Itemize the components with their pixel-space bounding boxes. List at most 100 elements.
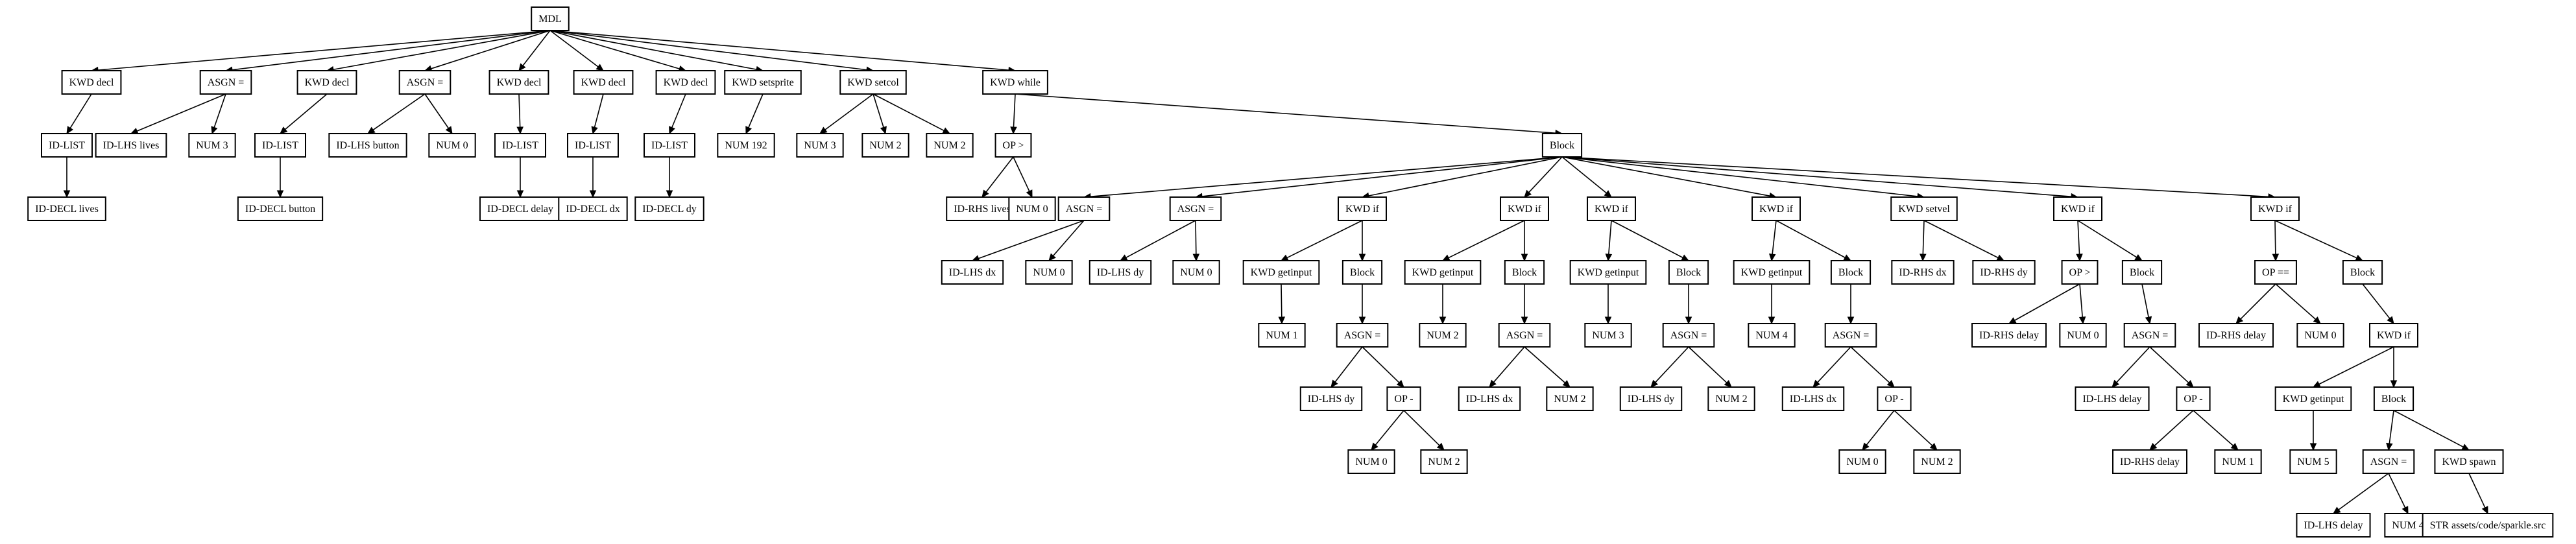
tree-node-block: Block	[1830, 260, 1872, 285]
node-label: MDL	[538, 14, 562, 25]
arrowhead-icon	[2390, 380, 2398, 388]
tree-edge	[2141, 283, 2152, 325]
tree-node-num-3: NUM 3	[796, 133, 844, 158]
node-label: Block	[2130, 267, 2154, 278]
tree-node-id-lhs-dx: ID-LHS dx	[1458, 386, 1521, 411]
arrowhead-icon	[1843, 254, 1852, 261]
tree-node-op: OP >	[2061, 260, 2099, 285]
tree-edge	[424, 93, 453, 135]
edge-line	[285, 93, 328, 130]
node-box	[2373, 386, 2414, 411]
edge-line	[1090, 156, 1563, 197]
tree-edge	[549, 30, 764, 73]
node-label: NUM 3	[196, 140, 228, 151]
node-label: ASGN =	[407, 77, 444, 88]
tree-node-num-0: NUM 0	[1008, 196, 1056, 221]
tree-edge	[1768, 220, 1777, 262]
node-label: KWD decl	[69, 77, 114, 88]
tree-edge	[2008, 283, 2080, 324]
tree-edge	[2333, 473, 2389, 514]
node-label: ASGN =	[1344, 330, 1381, 341]
node-box	[1972, 260, 2036, 285]
node-label: Block	[2381, 394, 2406, 405]
arrowhead-icon	[445, 126, 453, 135]
arrowhead-icon	[1358, 316, 1366, 325]
node-box	[1242, 260, 1320, 285]
tree-node-num-3: NUM 3	[1584, 323, 1632, 348]
tree-edge	[2076, 220, 2083, 262]
arrowhead-icon	[516, 126, 524, 135]
node-box	[428, 133, 476, 158]
node-box	[2362, 449, 2415, 474]
node-label: ID-DECL button	[245, 204, 315, 215]
arrowhead-icon	[276, 190, 284, 198]
tree-edge	[1010, 93, 1017, 135]
tree-node-num-1: NUM 1	[1258, 323, 1306, 348]
node-label: Block	[1350, 267, 1375, 278]
arrowhead-icon	[819, 126, 828, 134]
tree-node-id-lhs-dy: ID-LHS dy	[1619, 386, 1683, 411]
node-label: NUM 0	[1016, 204, 1048, 215]
tree-edge	[1521, 284, 1528, 325]
node-label: NUM 0	[2304, 330, 2336, 341]
node-box	[1587, 196, 1636, 221]
node-box	[1707, 386, 1755, 411]
node-box	[2198, 323, 2274, 348]
edge-line	[213, 93, 226, 128]
node-box	[655, 70, 716, 95]
tree-node-id-lhs-delay: ID-LHS delay	[2296, 513, 2371, 538]
tree-node-kwd-decl: KWD decl	[296, 70, 357, 95]
tree-node-block: Block	[1504, 260, 1545, 285]
edge-line	[372, 93, 426, 130]
node-label: NUM 192	[725, 140, 767, 151]
tree-edge	[1768, 284, 1776, 325]
tree-node-kwd-if: KWD if	[1500, 196, 1549, 221]
tree-edge	[1192, 220, 1200, 262]
edge-line	[431, 30, 551, 69]
tree-node-id-decl-lives: ID-DECL lives	[27, 196, 106, 221]
node-label: KWD if	[2377, 330, 2411, 341]
tree-edge	[1403, 410, 1445, 451]
tree-edge	[1923, 220, 2005, 261]
node-box	[531, 6, 570, 31]
arrowhead-icon	[2309, 443, 2317, 451]
node-box	[567, 133, 619, 158]
arrowhead-icon	[2235, 316, 2244, 324]
node-box	[796, 133, 844, 158]
tree-node-num-0: NUM 0	[428, 133, 476, 158]
edge-line	[978, 220, 1085, 259]
tree-node-kwd-decl: KWD decl	[573, 70, 634, 95]
tree-edge	[280, 93, 328, 134]
node-box	[926, 133, 974, 158]
node-label: ID-LHS dx	[949, 267, 996, 278]
arrowhead-icon	[280, 126, 288, 134]
tree-node-id-lhs-dx: ID-LHS dx	[1781, 386, 1845, 411]
node-box	[1584, 323, 1632, 348]
tree-node-num-2: NUM 2	[926, 133, 974, 158]
node-box	[717, 133, 775, 158]
node-box	[2121, 260, 2163, 285]
arrowhead-icon	[2149, 443, 2158, 451]
arrowhead-icon	[981, 189, 989, 198]
arrowhead-icon	[1048, 253, 1056, 261]
node-box	[95, 133, 167, 158]
node-box	[1781, 386, 1845, 411]
node-box	[1258, 323, 1306, 348]
arrowhead-icon	[1330, 379, 1338, 388]
node-box	[1971, 323, 2047, 348]
node-label: OP -	[1884, 394, 1903, 405]
node-label: ID-DECL lives	[35, 204, 99, 215]
tree-edge	[1688, 346, 1732, 388]
node-box	[2176, 386, 2211, 411]
tree-node-kwd-decl: KWD decl	[488, 70, 549, 95]
node-label: NUM 1	[1266, 330, 1297, 341]
tree-edge	[819, 93, 874, 134]
tree-node-num-0: NUM 0	[1172, 260, 1220, 285]
node-label: ID-LHS delay	[2082, 394, 2141, 405]
tree-edge	[1850, 346, 1895, 388]
tree-edge	[549, 30, 604, 71]
tree-edge	[518, 30, 551, 71]
tree-node-id-lhs-delay: ID-LHS delay	[2075, 386, 2150, 411]
arrowhead-icon	[211, 126, 218, 135]
arrowhead-icon	[518, 63, 526, 71]
